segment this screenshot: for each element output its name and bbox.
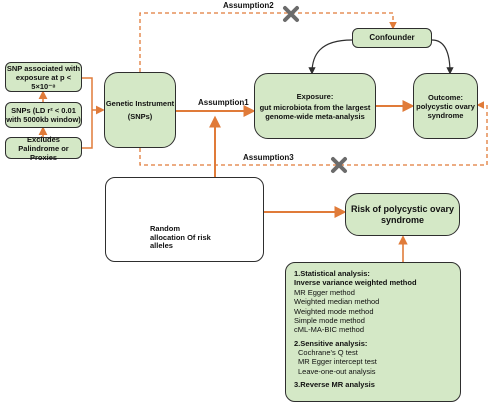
outcome-body: polycystic ovary syndrome bbox=[416, 101, 475, 120]
risk-box: Risk of polycystic ovary syndrome bbox=[345, 193, 460, 236]
snp-box-3: Excludes Palindrome or Proxies bbox=[5, 134, 82, 162]
snp-box-1: SNP associated with exposure at p < 5×10… bbox=[5, 62, 82, 92]
confounder-text: Confounder bbox=[369, 33, 415, 43]
confounder-to-outcome-arrow bbox=[431, 39, 454, 75]
exposure-box: Exposure: gut microbiota from the larges… bbox=[254, 73, 376, 139]
analysis-panel: 1.Statistical analysis: Inverse variance… bbox=[285, 262, 461, 402]
confounder-box: Confounder bbox=[352, 28, 432, 48]
analysis-method: MR Egger method bbox=[294, 287, 355, 297]
analysis-method: Simple mode method bbox=[294, 315, 365, 325]
snp-box-2-text: SNPs (LD r² < 0.01 with 5000kb window) bbox=[6, 106, 81, 124]
blocked-x-icon-assumption3 bbox=[331, 157, 347, 173]
analysis-method: Weighted median method bbox=[294, 297, 380, 307]
blocked-x-icon-assumption2 bbox=[283, 6, 299, 22]
assumption3-path bbox=[139, 101, 488, 166]
assumption2-label: Assumption2 bbox=[223, 1, 274, 10]
genetic-instrument-title: Genetic Instrument bbox=[105, 99, 175, 108]
sensitive-analysis-title: 2.Sensitive analysis: bbox=[294, 338, 368, 348]
assumption3-label: Assumption3 bbox=[243, 153, 294, 162]
risk-text: Risk of polycystic ovary syndrome bbox=[350, 203, 455, 225]
sensitivity-test: MR Egger intercept test bbox=[298, 357, 377, 367]
sensitivity-test: Cochrane's Q test bbox=[298, 348, 358, 357]
random-allocation-label: Random allocation Of risk alleles bbox=[150, 224, 211, 251]
snp-box-2: SNPs (LD r² < 0.01 with 5000kb window) bbox=[5, 102, 82, 128]
assumption2-path bbox=[139, 12, 397, 72]
sensitivity-test: Leave-one-out analysis bbox=[298, 366, 376, 376]
genetic-instrument-box: Genetic Instrument (SNPs) bbox=[104, 72, 176, 148]
analysis-method: cML-MA-BIC method bbox=[294, 325, 365, 335]
genetic-instrument-subtitle: (SNPs) bbox=[127, 112, 153, 121]
random-allocation-panel bbox=[105, 177, 264, 262]
outcome-title: Outcome: bbox=[427, 92, 463, 102]
assumption1-label: Assumption1 bbox=[198, 98, 249, 107]
confounder-to-exposure-arrow bbox=[308, 39, 353, 75]
snp-box-1-text: SNP associated with exposure at p < 5×10… bbox=[6, 63, 81, 91]
outcome-box: Outcome: polycystic ovary syndrome bbox=[413, 73, 478, 139]
snp-bracket bbox=[82, 77, 93, 149]
exposure-title: Exposure: bbox=[296, 91, 334, 101]
reverse-mr-title: 3.Reverse MR analysis bbox=[294, 380, 375, 390]
statistical-analysis-title: 1.Statistical analysis: bbox=[294, 269, 370, 278]
snp-box-3-text: Excludes Palindrome or Proxies bbox=[18, 134, 69, 162]
analysis-method: Weighted mode method bbox=[294, 306, 374, 316]
analysis-method: Inverse variance weighted method bbox=[294, 278, 417, 288]
exposure-body: gut microbiota from the largest genome-w… bbox=[259, 102, 371, 121]
